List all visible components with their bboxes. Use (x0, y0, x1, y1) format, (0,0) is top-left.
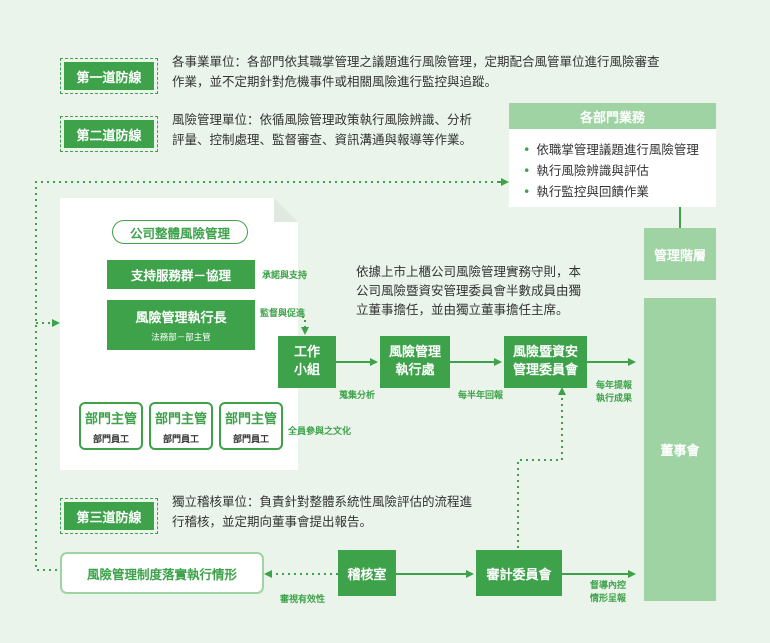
dept-manager-title: 部門主管 (84, 411, 137, 427)
dept-manager-box: 部門主管 部門員工 (149, 402, 213, 450)
rm-committee-line-2: 管理委員會 (512, 363, 578, 378)
dept-business-title: 各部門業務 (509, 103, 716, 129)
cro-note: 監督與促進 (260, 309, 306, 319)
company-rm-title: 公司整體風險管理 (112, 220, 248, 244)
dept-manager-box: 部門主管 部門員工 (79, 402, 143, 450)
audit-report-note-1: 督導內控 (590, 581, 627, 591)
first-line-text-1: 各事業單位：各部門依其職掌管理之議題進行風險管理，定期配合風管單位進行風險審查 (172, 54, 660, 69)
first-line-description: 各事業單位：各部門依其職掌管理之議題進行風險管理，定期配合風管單位進行風險審查 … (172, 52, 732, 92)
culture-note: 全員參與之文化 (288, 427, 352, 437)
committee-note: 每年提報 執行成果 (596, 380, 632, 406)
third-line-text-2: 行稽核，並定期向董事會提出報告。 (172, 514, 373, 529)
work-group-box: 工作 小組 (278, 336, 336, 388)
cro-title: 風險管理執行長 (135, 311, 227, 326)
dept-staff-label: 部門員工 (162, 434, 199, 445)
practice-note-line-1: 依據上市上櫃公司風險管理實務守則，本 (356, 264, 582, 279)
dept-business-list: 依職掌管理議題進行風險管理 執行風險辨識與評估 執行監控與回饋作業 (509, 129, 716, 207)
audit-note: 審視有效性 (280, 595, 326, 605)
board-of-directors: 董事會 (644, 298, 716, 601)
practice-note-line-3: 立董事擔任，並由獨立董事擔任主席。 (356, 302, 569, 317)
management-level: 管理階層 (644, 228, 716, 280)
cro-box: 風險管理執行長 法務部－部主管 (107, 300, 255, 350)
audit-committee-box: 審計委員會 (476, 550, 562, 596)
third-line-label: 第三道防線 (64, 502, 154, 530)
rm-status-box: 風險管理制度落實執行情形 (60, 552, 264, 594)
rm-office-line-2: 執行處 (395, 363, 435, 378)
dept-business-item: 依職掌管理議題進行風險管理 (523, 139, 716, 160)
work-group-line-1: 工作 (293, 345, 320, 360)
work-group-note: 蒐集分析 (339, 391, 376, 401)
dept-manager-title: 部門主管 (224, 411, 277, 427)
second-line-text-2: 評量、控制處理、監督審查、資訊溝通與報導等作業。 (172, 132, 473, 147)
rm-committee-line-1: 風險暨資安 (512, 345, 578, 360)
committee-note-1: 每年提報 (596, 381, 633, 391)
second-line-description: 風險管理單位：依循風險管理政策執行風險辨識、分析 評量、控制處理、監督審查、資訊… (172, 110, 502, 150)
first-line-text-2: 作業，並不定期針對危機事件或相關風險進行監控與追蹤。 (172, 74, 498, 89)
dept-staff-label: 部門員工 (92, 434, 129, 445)
first-line-label: 第一道防線 (64, 62, 154, 90)
cro-subtitle: 法務部－部主管 (151, 333, 211, 343)
rm-office-note: 每半年回報 (458, 391, 504, 401)
first-line-badge: 第一道防線 (60, 58, 158, 94)
rm-committee-box: 風險暨資安 管理委員會 (504, 336, 587, 388)
committee-note-2: 執行成果 (596, 394, 633, 404)
support-note: 承諾與支持 (262, 271, 308, 281)
third-line-description: 獨立稽核單位：負責針對整體系統性風險評估的流程進 行稽核，並定期向董事會提出報告… (172, 492, 502, 532)
audit-office-box: 稽核室 (338, 550, 396, 596)
rm-office-box: 風險管理 執行處 (380, 336, 450, 388)
second-line-text-1: 風險管理單位：依循風險管理政策執行風險辨識、分析 (172, 112, 473, 127)
audit-report-note: 督導內控 情形呈報 (590, 580, 626, 606)
dept-business-item: 執行風險辨識與評估 (523, 160, 716, 181)
practice-note-line-2: 公司風險暨資安管理委員會半數成員由獨 (356, 283, 582, 298)
rm-office-line-1: 風險管理 (388, 345, 441, 360)
third-line-text-1: 獨立稽核單位：負責針對整體系統性風險評估的流程進 (172, 494, 473, 509)
dept-manager-title: 部門主管 (154, 411, 207, 427)
work-group-line-2: 小組 (293, 363, 320, 378)
third-line-badge: 第三道防線 (60, 498, 158, 534)
practice-note: 依據上市上櫃公司風險管理實務守則，本 公司風險暨資安管理委員會半數成員由獨 立董… (356, 262, 616, 319)
dept-staff-label: 部門員工 (232, 434, 269, 445)
dept-manager-box: 部門主管 部門員工 (219, 402, 283, 450)
audit-report-note-2: 情形呈報 (590, 594, 627, 604)
dept-business-item: 執行監控與回饋作業 (523, 181, 716, 202)
second-line-label: 第二道防線 (64, 120, 154, 148)
second-line-badge: 第二道防線 (60, 116, 158, 152)
support-services-box: 支持服務群－協理 (107, 260, 255, 289)
